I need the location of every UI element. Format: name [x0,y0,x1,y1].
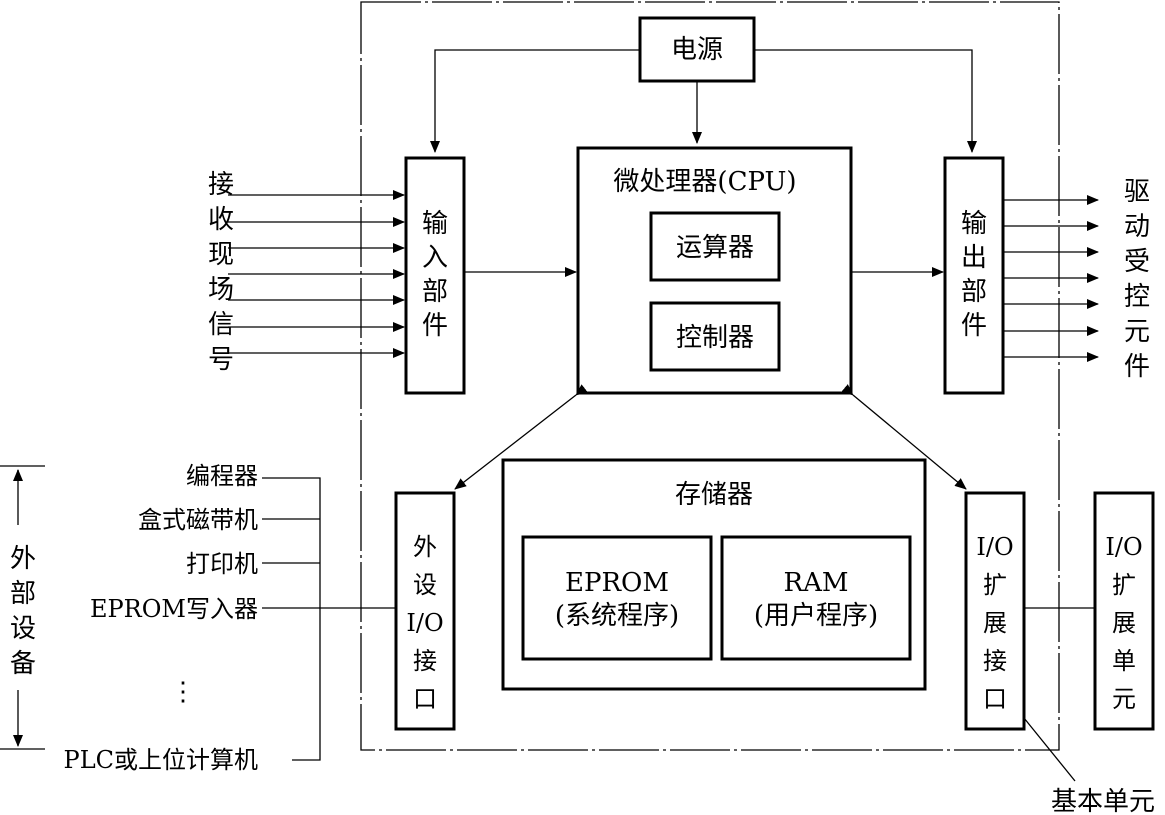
external-devices-label-line-0: 外 [10,544,36,574]
external-io-box [394,491,456,731]
io-expansion-interface-label-line-0: I/O [976,533,1013,561]
device-item-1: 盒式磁带机 [138,506,258,534]
external-io-label-line-1: 设 [413,571,437,599]
output-unit-label-line-3: 件 [961,311,987,341]
input-unit-label-line-2: 部 [422,277,448,307]
external-devices-label-line-1: 部 [10,579,36,609]
device-item-3: EPROM写入器 [90,595,258,623]
field-signals-label-line-1: 收 [208,205,234,235]
external-io-label-line-2: I/O [406,609,443,637]
input-unit-box [404,156,466,395]
drive-elements-label-line-2: 受 [1124,247,1150,277]
drive-elements-label-line-0: 驱 [1124,177,1150,207]
drive-elements-label-line-5: 件 [1124,352,1150,382]
drive-elements-label-line-1: 动 [1124,212,1150,242]
external-io-label-line-0: 外 [413,533,437,561]
eprom-label: EPROM(系统程序) [555,568,679,631]
eprom-label-line-0: EPROM [565,568,669,598]
field-signals-label-line-5: 号 [208,345,234,375]
device-ellipsis: ⋮ [170,677,196,707]
external-io-label-line-3: 接 [413,647,437,675]
cpu-external-io-link [454,384,588,490]
io-expansion-unit-label-line-2: 展 [1112,609,1136,637]
output-unit-label-line-1: 出 [961,243,987,273]
cpu-io-expansion-link [841,384,967,490]
external-io-label: 外设 I/O 接口 [406,533,443,713]
io-expansion-interface-label-line-1: 扩 [983,571,1007,599]
io-expansion-unit-box [1093,491,1155,731]
power-label: 电源 [671,35,723,65]
eprom-box [521,535,713,661]
field-signals-label-line-2: 现 [208,240,234,270]
drive-elements-label-line-3: 控 [1124,282,1150,312]
ram-box [720,535,912,661]
output-unit-label-line-2: 部 [961,277,987,307]
field-signals-label-line-4: 信 [208,310,234,340]
ram-label: RAM(用户程序) [754,568,878,631]
alu-label: 运算器 [676,233,754,263]
output-unit-label-line-0: 输 [961,209,987,239]
field-signal-arrows [228,190,405,358]
output-unit-box [943,156,1005,395]
device-item-4: PLC或上位计算机 [64,746,258,774]
io-expansion-interface-label-line-3: 接 [983,647,1007,675]
basic-unit-label: 基本单元 [1051,787,1155,815]
io-expansion-interface-label-line-4: 口 [983,685,1007,713]
alu-box [649,211,781,282]
external-devices-label-line-3: 备 [10,649,36,679]
io-expansion-unit-label-line-1: 扩 [1112,571,1136,599]
io-expansion-unit-label-line-0: I/O [1105,533,1142,561]
ram-label-line-1: (用户程序) [754,601,878,631]
input-unit-label-line-0: 输 [422,209,448,239]
drive-output-arrows [1003,195,1099,362]
input-unit-label-line-3: 件 [422,311,448,341]
controller-box [649,301,781,372]
device-bus-line [262,477,321,761]
eprom-label-line-1: (系统程序) [555,601,679,631]
external-devices-bracket [0,466,45,750]
external-io-label-line-4: 口 [413,685,437,713]
cpu-label: 微处理器(CPU) [613,167,796,197]
io-expansion-unit-label-line-4: 元 [1112,685,1136,713]
input-unit-label-line-1: 入 [422,243,448,273]
drive-elements-label-line-4: 元 [1124,317,1150,347]
field-signals-label-line-3: 场 [208,275,234,305]
power-to-output-line [754,49,977,153]
field-signals-label-line-0: 接 [208,170,234,200]
io-expansion-interface-box [964,491,1026,731]
memory-label: 存储器 [675,480,753,510]
power-to-input-line [430,49,640,153]
device-item-0: 编程器 [186,462,258,490]
basic-unit-leader [1023,717,1076,782]
controller-label: 控制器 [676,323,754,353]
basic-unit-boundary [360,1,1060,751]
device-item-2: 打印机 [186,550,258,578]
io-expansion-unit-label-line-3: 单 [1112,647,1136,675]
external-devices-label-line-2: 设 [10,614,36,644]
ram-label-line-0: RAM [784,568,849,598]
io-expansion-interface-label-line-2: 展 [983,609,1007,637]
